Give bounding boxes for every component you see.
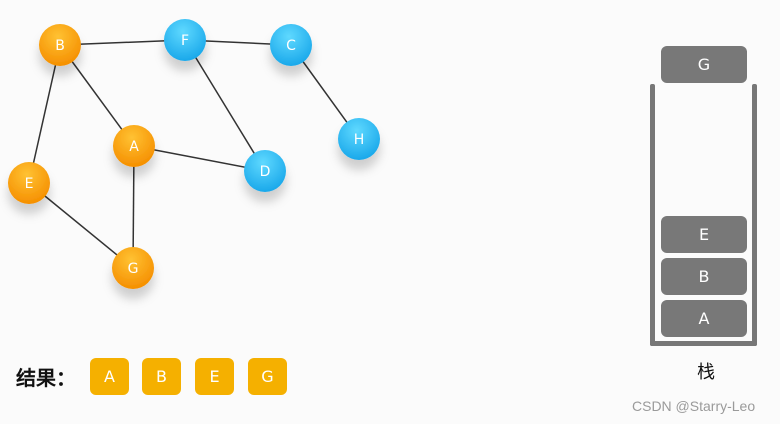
stack-incoming-item: G (661, 46, 747, 83)
edge-A-D (133, 145, 266, 172)
node-B: B (39, 24, 81, 66)
node-circle (112, 247, 154, 289)
node-label: D (260, 164, 271, 180)
result-label: 结果： (16, 366, 76, 390)
node-label: E (25, 176, 34, 192)
edge-B-E (28, 44, 61, 184)
node-H: H (338, 118, 380, 160)
node-circle (8, 162, 50, 204)
stack-item: A (661, 300, 747, 337)
node-label: C (286, 38, 296, 54)
node-circle (39, 24, 81, 66)
node-D: D (244, 150, 286, 192)
node-F: F (164, 19, 206, 61)
node-circle (113, 125, 155, 167)
node-G: G (112, 247, 154, 289)
stack-item: B (661, 258, 747, 295)
stack-wall-right (752, 84, 757, 346)
node-circle (338, 118, 380, 160)
node-label: H (354, 132, 365, 148)
result-item: B (142, 358, 181, 395)
result-item: A (90, 358, 129, 395)
stack-label: 栈 (697, 362, 715, 383)
node-A: A (113, 125, 155, 167)
node-circle (164, 19, 206, 61)
stack-wall-bottom (650, 341, 757, 346)
node-circle (270, 24, 312, 66)
watermark: CSDN @Starry-Leo (632, 398, 756, 414)
node-E: E (8, 162, 50, 204)
node-label: F (181, 33, 189, 49)
node-circle (244, 150, 286, 192)
edge-E-G (28, 182, 134, 269)
result-item: E (195, 358, 234, 395)
edge-F-D (184, 39, 266, 172)
stack-item: E (661, 216, 747, 253)
node-label: A (129, 139, 139, 155)
node-C: C (270, 24, 312, 66)
result-item: G (248, 358, 287, 395)
node-label: G (128, 261, 139, 277)
stack-wall-left (650, 84, 655, 346)
node-label: B (55, 38, 65, 54)
